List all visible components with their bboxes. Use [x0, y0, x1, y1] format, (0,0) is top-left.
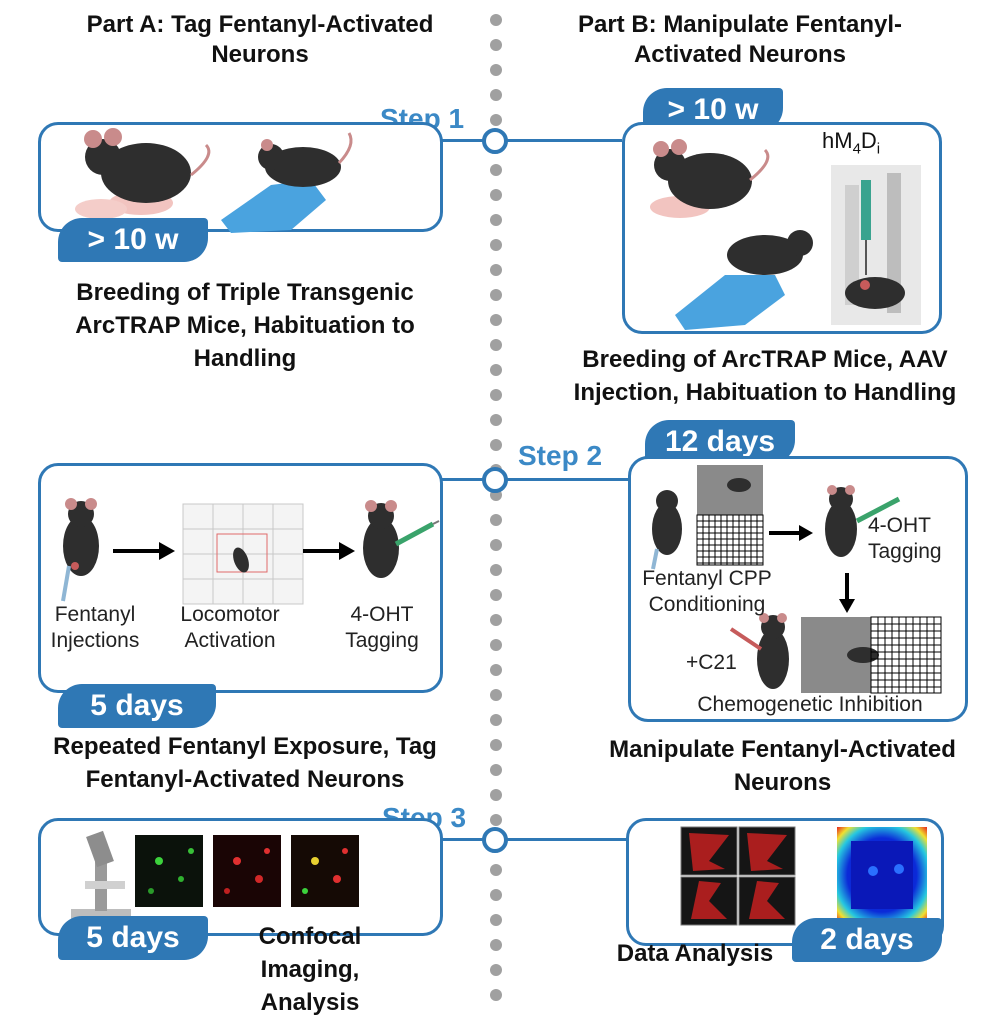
panel-a1 — [38, 122, 443, 233]
timeline-dot — [490, 14, 502, 26]
timeline-dot — [490, 639, 502, 651]
step-2-label: Step 2 — [518, 440, 603, 471]
checker-floor-pattern — [870, 616, 942, 693]
panel-a2 — [38, 463, 443, 693]
tracking-traces — [680, 826, 796, 926]
cpp-conditioning-label: Fentanyl CPP Conditioning — [642, 567, 772, 616]
b3-duration-badge: 2 days — [792, 918, 942, 962]
timeline-dot — [490, 114, 502, 126]
timeline-dot — [490, 589, 502, 601]
a1-duration-badge: > 10 w — [58, 218, 208, 262]
timeline-dot — [490, 939, 502, 951]
step-2-node — [482, 467, 508, 493]
timeline-dot — [490, 539, 502, 551]
timeline-dot — [490, 264, 502, 276]
timeline-dot — [490, 164, 502, 176]
timeline-dot — [490, 239, 502, 251]
timeline-dot — [490, 764, 502, 776]
fentanyl-injection-mouse — [61, 498, 99, 602]
checker-floor-pattern — [696, 514, 764, 565]
merged-channel-image — [291, 835, 359, 907]
timeline-dot — [490, 514, 502, 526]
arrow-icon — [769, 525, 813, 541]
step-3-connector — [440, 838, 626, 841]
a2-tagging-label: 4-OHT Tagging — [345, 603, 419, 652]
a2-caption: Repeated Fentanyl Exposure, Tag Fentanyl… — [53, 733, 437, 793]
timeline-dot — [490, 39, 502, 51]
confocal-cells — [148, 848, 348, 894]
step-3-node — [482, 827, 508, 853]
timeline-dot — [490, 664, 502, 676]
timeline-dot — [490, 289, 502, 301]
step-1-connector — [440, 139, 622, 142]
chemogenetic-inhibition-label: Chemogenetic Inhibition — [697, 693, 923, 716]
a3-caption: Confocal Imaging, Analysis — [258, 923, 362, 1016]
handled-mouse-illustration — [675, 230, 813, 330]
b1-caption: Breeding of ArcTRAP Mice, AAV Injection,… — [573, 346, 957, 406]
construct-label: hM4DihM4Di — [822, 128, 881, 158]
heatmap-image — [837, 827, 927, 923]
panel-b1 — [622, 122, 942, 334]
timeline-dot — [490, 214, 502, 226]
timeline-dot — [490, 964, 502, 976]
timeline-dot — [490, 414, 502, 426]
tagging-mouse — [363, 500, 440, 578]
timeline-dot — [490, 914, 502, 926]
timeline-dot — [490, 64, 502, 76]
stereotaxic-injection-illustration — [831, 165, 921, 325]
open-field-arena — [182, 503, 304, 605]
timeline-dot — [490, 739, 502, 751]
timeline-dot — [490, 714, 502, 726]
c21-label: +C21 — [686, 651, 737, 674]
timeline-dot — [490, 889, 502, 901]
panel-a3 — [38, 818, 443, 936]
a3-duration-badge: 5 days — [58, 916, 208, 960]
handled-mouse-illustration — [221, 132, 353, 233]
step-2-connector — [440, 478, 628, 481]
timeline-dot — [490, 789, 502, 801]
timeline-dot — [490, 389, 502, 401]
part-b-title: Part B: Manipulate Fentanyl-Activated Ne… — [577, 11, 903, 68]
arrow-down-icon — [839, 573, 855, 613]
timeline-dot — [490, 989, 502, 1001]
tagging-mouse — [825, 485, 901, 557]
panel-b2 — [628, 456, 968, 722]
fentanyl-injections-label: Fentanyl Injections — [50, 603, 140, 652]
breeding-mice-illustration — [75, 128, 211, 219]
green-channel-image — [135, 835, 203, 907]
breeding-mice-illustration — [650, 139, 770, 218]
b2-tagging-label: 4-OHT Tagging — [868, 514, 942, 563]
red-channel-image — [213, 835, 281, 907]
timeline-dot — [490, 189, 502, 201]
timeline-dot — [490, 314, 502, 326]
arrow-icon — [303, 542, 355, 560]
c21-injection-mouse — [729, 613, 789, 689]
timeline-dot — [490, 89, 502, 101]
timeline-dot — [490, 439, 502, 451]
part-a-title: Part A: Tag Fentanyl-Activated Neurons — [86, 11, 434, 68]
timeline-dot — [490, 864, 502, 876]
timeline-dot — [490, 814, 502, 826]
microscope-icon — [71, 830, 131, 919]
b3-caption: Data Analysis — [616, 940, 774, 967]
step-1-node — [482, 128, 508, 154]
timeline-dot — [490, 339, 502, 351]
timeline-dot — [490, 614, 502, 626]
b2-caption: Manipulate Fentanyl-Activated Neurons — [609, 736, 956, 796]
a1-caption: Breeding of Triple Transgenic ArcTRAP Mi… — [75, 279, 415, 372]
a2-duration-badge: 5 days — [58, 684, 216, 728]
timeline-dot — [490, 564, 502, 576]
locomotor-activation-label: Locomotor Activation — [180, 603, 280, 652]
arrow-icon — [113, 542, 175, 560]
timeline-dot — [490, 689, 502, 701]
timeline-dot — [490, 364, 502, 376]
